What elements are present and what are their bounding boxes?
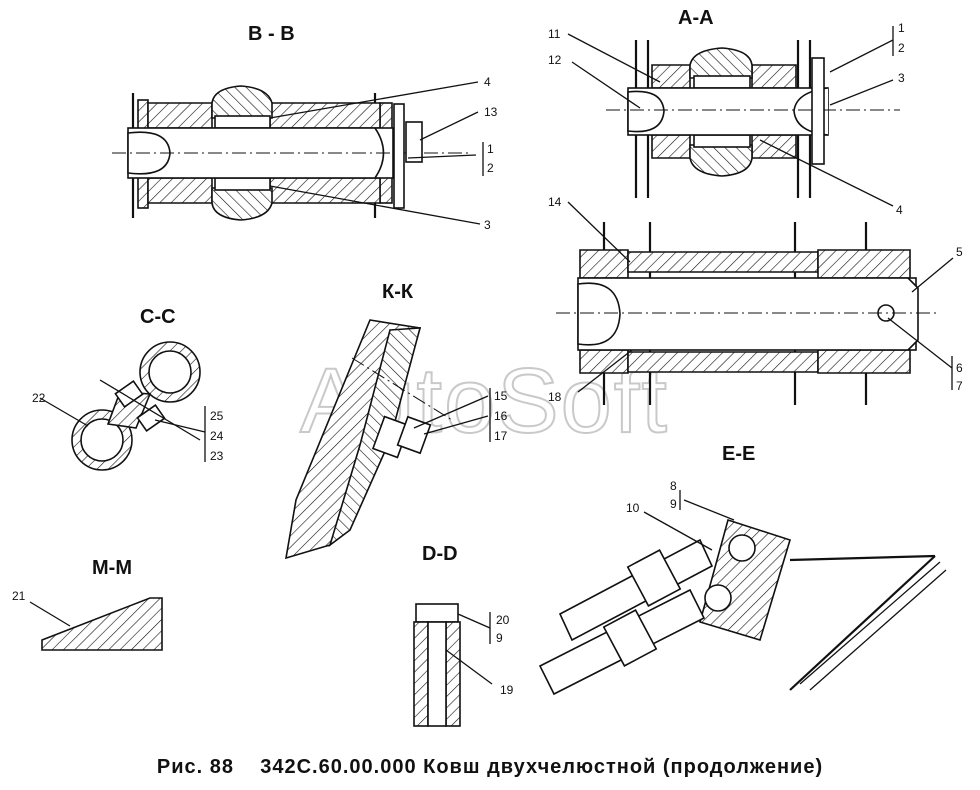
callout-20: 20: [496, 613, 510, 627]
section-aa-title: А-А: [678, 7, 714, 29]
callout-bb-2: 2: [487, 161, 494, 175]
callout-24: 24: [210, 429, 224, 443]
section-ee-view: Е-Е 8 9 10: [538, 443, 947, 696]
callout-21: 21: [12, 589, 26, 603]
callout-25: 25: [210, 409, 224, 423]
section-kk-title: К-К: [382, 281, 414, 303]
callout-22: 22: [32, 391, 46, 405]
callout-18: 18: [548, 390, 562, 404]
callout-bb-13: 13: [484, 105, 498, 119]
section-bb-view: В - В 4 13 1 2 3: [112, 23, 498, 232]
callout-bb-1: 1: [487, 142, 494, 156]
callout-10: 10: [626, 501, 640, 515]
callout-ee-9: 9: [670, 497, 677, 511]
section-dd-view: D-D 20 9 19: [413, 543, 514, 727]
callout-aa-2: 2: [898, 41, 905, 55]
callout-14: 14: [548, 195, 562, 209]
section-dd-title: D-D: [422, 543, 458, 565]
callout-6: 6: [956, 361, 963, 375]
callout-19: 19: [500, 683, 514, 697]
shaft-assembly-view: 14 5 6 7 18: [548, 195, 963, 405]
callout-bb-3: 3: [484, 218, 491, 232]
callout-bb-4: 4: [484, 75, 491, 89]
section-aa-view: А-А 1 2 3 4 11 12: [548, 7, 905, 217]
section-ee-title: Е-Е: [722, 443, 755, 465]
callout-8: 8: [670, 479, 677, 493]
section-cc-title: С-С: [140, 306, 176, 328]
callout-23: 23: [210, 449, 224, 463]
section-kk-view: К-К 15 16 17: [284, 281, 508, 560]
callout-16: 16: [494, 409, 508, 423]
section-bb-title: В - В: [248, 23, 295, 45]
figure-title: 342С.60.00.000 Ковш двухчелюстной (продо…: [260, 756, 824, 778]
callout-aa-3: 3: [898, 71, 905, 85]
callout-dd-9: 9: [496, 631, 503, 645]
callout-aa-11: 11: [548, 27, 561, 41]
section-mm-title: М-М: [92, 557, 132, 579]
section-mm-view: М-М 21: [12, 557, 163, 651]
figure-caption: Рис. 88 342С.60.00.000 Ковш двухчелюстно…: [0, 756, 980, 779]
callout-aa-12: 12: [548, 53, 562, 67]
callout-aa-1: 1: [898, 21, 905, 35]
figure-number: Рис. 88: [156, 756, 234, 778]
callout-17: 17: [494, 429, 508, 443]
callout-5: 5: [956, 245, 963, 259]
callout-aa-4: 4: [896, 203, 903, 217]
callout-15: 15: [494, 389, 508, 403]
section-cc-view: С-С 22 25 24 23: [32, 306, 224, 471]
callout-7: 7: [956, 379, 963, 393]
